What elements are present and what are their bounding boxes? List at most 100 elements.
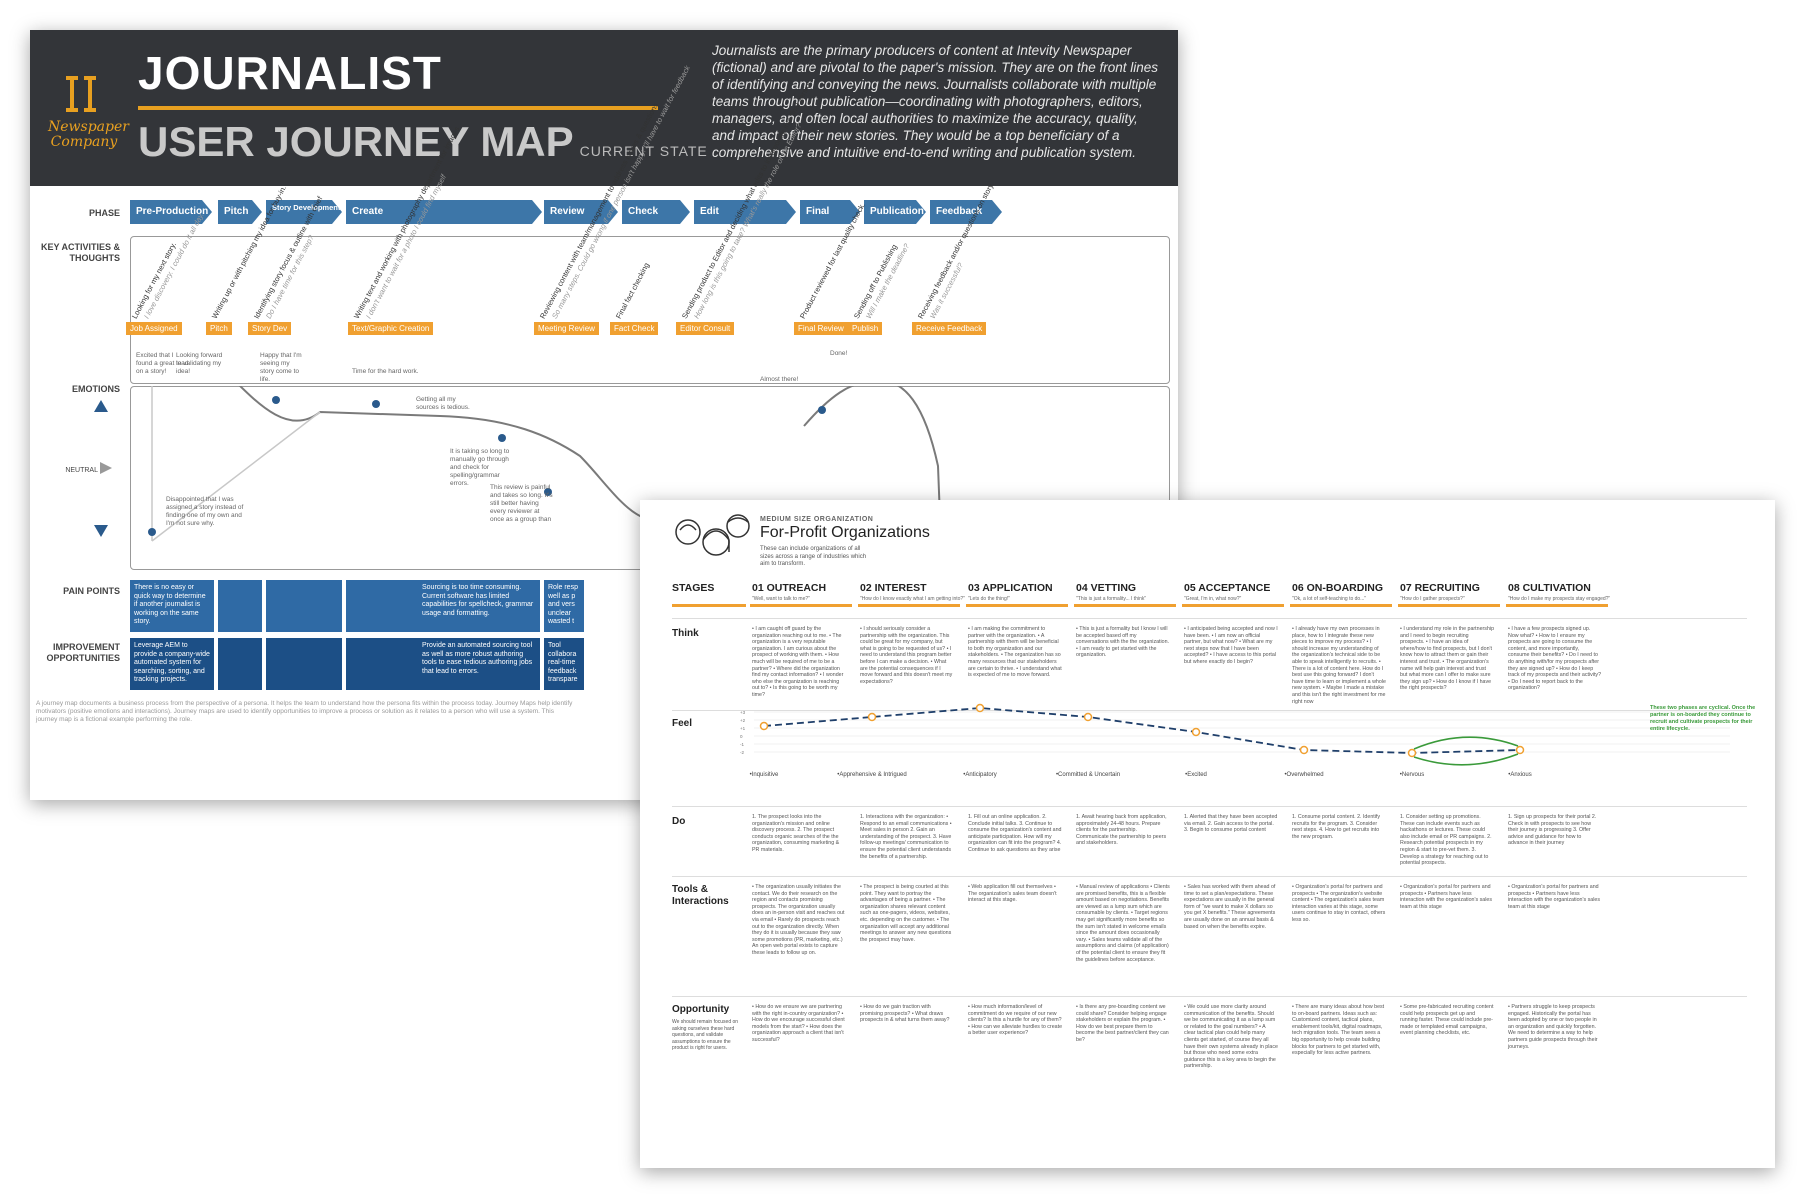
activity-tag: Final Review: [794, 322, 848, 335]
emotion-note: Time for the hard work.: [352, 368, 419, 375]
row-divider: [672, 618, 1747, 619]
phase-3: Create: [346, 200, 542, 224]
feel-axis-label: -2: [740, 750, 744, 755]
stages-header: STAGES 01 OUTREACH"Well, want to talk to…: [672, 582, 1747, 608]
pain-point-cell: Sourcing is too time consuming. Current …: [346, 580, 540, 632]
title-rule: [138, 106, 658, 110]
stage-quote: "How do I make my prospects stay engaged…: [1508, 596, 1611, 602]
emotion-note: Excited that I found a great lead on a s…: [136, 352, 189, 375]
improvement-cell: Provide an automated sourcing tool as we…: [346, 638, 540, 690]
emotions-label: EMOTIONS: [71, 384, 120, 394]
pain-point-cell: [218, 580, 262, 632]
opportunity-cell: • How do we gain traction with promising…: [860, 1004, 950, 1024]
persona-intro: Journalists are the primary producers of…: [712, 43, 1159, 160]
do-cell: 1. Alerted that they have been accepted …: [1184, 814, 1278, 834]
phase-9: Feedback: [930, 200, 1002, 224]
org-title: For-Profit Organizations: [760, 524, 930, 541]
think-cell: • I have a few prospects signed up. Now …: [1508, 626, 1602, 692]
activity-tag: Job Assigned: [126, 322, 182, 335]
tools-cell: • Manual review of applications • Client…: [1076, 884, 1170, 963]
opportunity-cell: • We could use more clarity around commu…: [1184, 1004, 1278, 1070]
improvement-cell: Leverage AEM to provide a company-wide a…: [130, 638, 214, 690]
think-label: Think: [672, 628, 699, 639]
pain-point-cell: There is no easy or quick way to determi…: [130, 580, 214, 632]
emotion-note: This review is painful and takes so long…: [490, 484, 553, 523]
feel-axis-label: +3: [740, 710, 746, 715]
feel-emotion-label: •Nervous: [1399, 772, 1425, 778]
positive-arrow-icon: [94, 400, 108, 412]
tools-label: Tools & Interactions: [672, 884, 729, 907]
map-state: CURRENT STATE: [579, 143, 708, 159]
stage-6: 07 RECRUITING"How do I gather prospects?…: [1400, 582, 1480, 602]
improvement-cell: [218, 638, 262, 690]
stage-underline: [1506, 604, 1608, 607]
activity-tag: Publish: [848, 322, 883, 335]
improvement-cell: [266, 638, 342, 690]
feel-point: [1083, 712, 1093, 722]
do-cell: 1. The prospect looks into the organizat…: [752, 814, 840, 853]
phase-2: Story Development: [266, 200, 342, 224]
cycle-arrow: [1413, 736, 1519, 750]
think-cell: • This is just a formality but I know I …: [1076, 626, 1170, 659]
tools-cell: • Organization's portal for partners and…: [1400, 884, 1492, 910]
phase-4: Review: [544, 200, 618, 224]
tools-cell: • Organization's portal for partners and…: [1508, 884, 1600, 910]
feel-point: [1191, 727, 1201, 737]
stage-name: 06 ON-BOARDING: [1292, 582, 1384, 594]
feel-emotion-label: •Anticipatory: [963, 772, 997, 778]
phase-1: Pitch: [218, 200, 262, 224]
feel-axis-label: -1: [740, 742, 744, 747]
stage-quote: "This is just a formality... I think": [1076, 596, 1147, 602]
feel-axis-label: +1: [740, 726, 746, 731]
stage-underline: [1182, 604, 1284, 607]
do-cell: 1. Interactions with the organization: •…: [860, 814, 952, 860]
stage-underline: [750, 604, 852, 607]
logo-wordmark: Newspaper Company: [48, 119, 129, 150]
do-cell: 1. Await hearing back from application, …: [1076, 814, 1167, 847]
phase-8: Publication: [864, 200, 926, 224]
feel-point: [1407, 748, 1417, 758]
phase-label: PHASE: [88, 208, 120, 218]
footnote: A journey map documents a business proce…: [36, 700, 573, 723]
stage-underline: [858, 604, 960, 607]
do-cell: 1. Consider setting up promotions. These…: [1400, 814, 1492, 867]
emotion-note: Almost there!: [760, 376, 799, 383]
do-label: Do: [672, 816, 686, 827]
activity-tag: Pitch: [206, 322, 232, 335]
neutral-arrow-icon: [100, 462, 112, 474]
opportunity-note: We should remain focused on asking ourse…: [672, 1019, 739, 1051]
feel-emotion-label: •Anxious: [1508, 772, 1532, 778]
stage-name: 04 VETTING: [1076, 582, 1137, 594]
feel-point: [759, 721, 769, 731]
emotion-point: [498, 434, 506, 442]
stage-underline: [1290, 604, 1392, 607]
stage-underline: [966, 604, 1068, 607]
stage-name: 08 CULTIVATION: [1508, 582, 1591, 594]
emotion-note: Done!: [830, 350, 848, 357]
feel-point: [1299, 745, 1309, 755]
emotion-note: Disappointed that I was assigned a story…: [166, 496, 244, 527]
opportunity-cell: • There are many ideas about how best to…: [1292, 1004, 1385, 1057]
stage-quote: "Great, I'm in, what now?": [1184, 596, 1242, 602]
emotion-connector: [151, 386, 321, 542]
stage-3: 04 VETTING "This is just a formality... I…: [1076, 582, 1146, 602]
feel-emotion-label: •Committed & Uncertain: [1055, 772, 1121, 778]
stage-underline: [672, 604, 746, 607]
opportunity-cell: • How much information/level of commitme…: [968, 1004, 1063, 1037]
emotion-point: [818, 406, 826, 414]
stage-quote: "Ok, a lot of self-teaching to do...": [1292, 596, 1367, 602]
stage-7: 08 CULTIVATION "How do I make my prospect…: [1508, 582, 1610, 602]
phase-5: Check: [622, 200, 690, 224]
pain-point-cell: [266, 580, 342, 632]
stages-label: STAGES: [672, 582, 715, 594]
pain-points-label: PAIN POINTS: [63, 586, 120, 596]
stage-name: 05 ACCEPTANCE: [1184, 582, 1271, 594]
think-cell: • I understand my role in the partnershi…: [1400, 626, 1495, 692]
feel-point: [975, 703, 985, 713]
feel-label: Feel: [672, 718, 693, 729]
stage-quote: "How do I know exactly what I am getting…: [860, 596, 965, 602]
neutral-label: NEUTRAL: [65, 467, 98, 474]
stage-name: 01 OUTREACH: [752, 582, 827, 594]
